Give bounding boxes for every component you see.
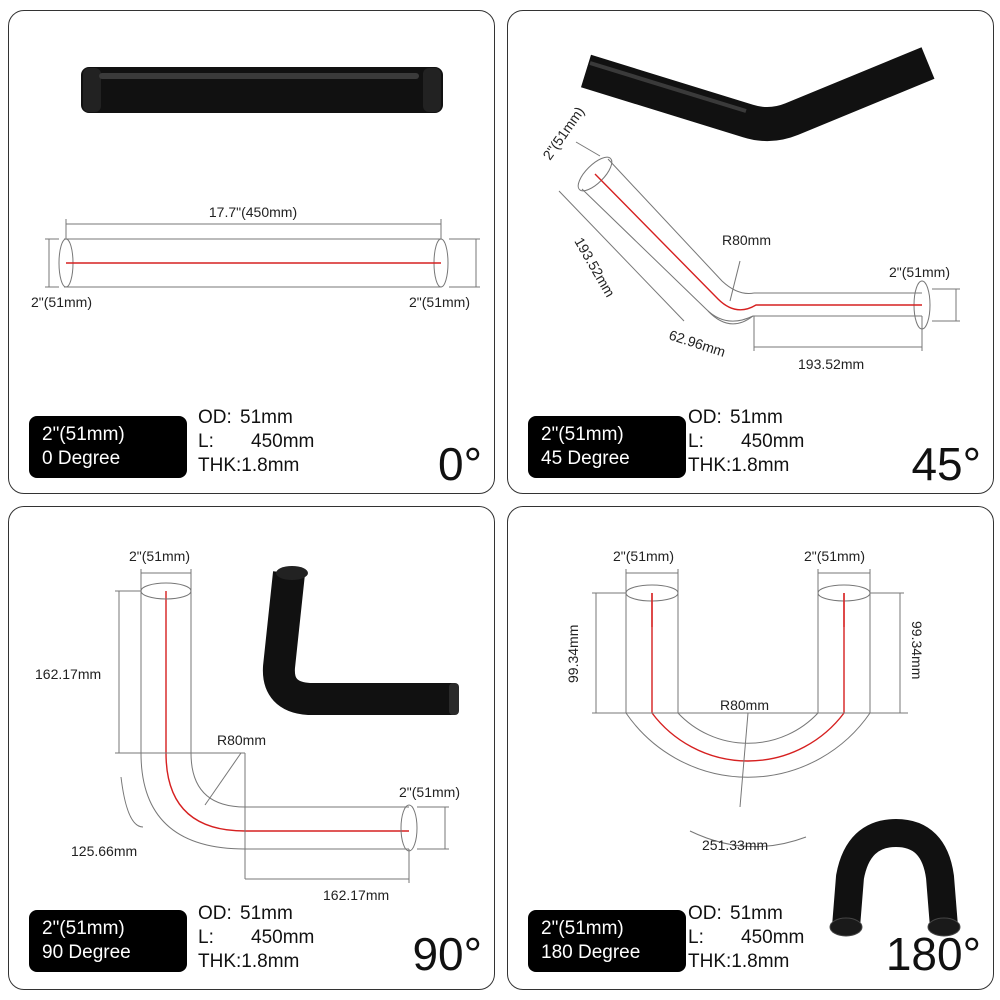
- panel-180-degree: 2"(51mm) 2"(51mm) 99.34mm 99.34mm R80mm …: [507, 506, 994, 990]
- drawing-45-degree: 2"(51mm) 193.52mm R80mm 62.96mm 193.52mm…: [539, 47, 960, 372]
- l-value: 450mm: [251, 927, 315, 948]
- left-diameter-label: 2"(51mm): [613, 548, 674, 564]
- thk-label: THK:: [688, 455, 732, 476]
- horizontal-leg-label: 162.17mm: [323, 887, 389, 903]
- left-leg-label: 193.52mm: [571, 235, 618, 300]
- od-label: OD:: [688, 407, 722, 428]
- l-label: L:: [198, 431, 214, 452]
- right-diameter-label: 2"(51mm): [409, 294, 470, 310]
- thk-label: THK:: [688, 951, 732, 972]
- spec-list: OD: 51mm L: 450mm THK:1.8mm: [688, 406, 804, 478]
- length-label: 17.7"(450mm): [209, 204, 297, 220]
- badge-size: 2"(51mm): [42, 424, 125, 445]
- badge-degree: 180 Degree: [541, 942, 641, 963]
- spec-list: OD: 51mm L: 450mm THK:1.8mm: [688, 902, 804, 974]
- panel-0-degree: 17.7"(450mm) 2"(51mm) 2"(51mm) 2"(51mm) …: [8, 10, 495, 494]
- panel-45-degree: 2"(51mm) 193.52mm R80mm 62.96mm 193.52mm…: [507, 10, 994, 494]
- radius-label: R80mm: [217, 732, 266, 748]
- thk-value: 1.8mm: [241, 455, 300, 476]
- l-label: L:: [198, 927, 214, 948]
- arc-length-label: 125.66mm: [71, 843, 137, 859]
- badge-size: 2"(51mm): [42, 918, 125, 939]
- pipe-photo-straight: [81, 67, 443, 113]
- thk-value: 1.8mm: [731, 455, 790, 476]
- radius-label: R80mm: [720, 697, 769, 713]
- drawing-180-degree: 2"(51mm) 2"(51mm) 99.34mm 99.34mm R80mm …: [565, 548, 961, 937]
- vertical-leg-label: 162.17mm: [35, 666, 101, 682]
- left-leg-label: 99.34mm: [565, 625, 581, 683]
- l-label: L:: [688, 927, 704, 948]
- angle-label: 180°: [885, 928, 981, 980]
- od-value: 51mm: [240, 407, 293, 428]
- spec-list: OD: 51mm L: 450mm THK:1.8mm: [198, 902, 314, 974]
- od-label: OD:: [688, 903, 722, 924]
- thk-label: THK:: [198, 455, 242, 476]
- radius-label: R80mm: [722, 232, 771, 248]
- straight-pipe-drawing: [45, 219, 480, 288]
- arc-length-label: 251.33mm: [702, 837, 768, 853]
- thk-value: 1.8mm: [731, 951, 790, 972]
- angle-label: 45°: [911, 438, 981, 490]
- badge-size: 2"(51mm): [541, 918, 624, 939]
- od-value: 51mm: [730, 903, 783, 924]
- l-value: 450mm: [741, 927, 805, 948]
- l-value: 450mm: [741, 431, 805, 452]
- thk-label: THK:: [198, 951, 242, 972]
- l-value: 450mm: [251, 431, 315, 452]
- right-diameter-label: 2"(51mm): [804, 548, 865, 564]
- badge-size: 2"(51mm): [541, 424, 624, 445]
- left-diameter-label: 2"(51mm): [31, 294, 92, 310]
- badge-degree: 90 Degree: [42, 942, 131, 963]
- top-diameter-label: 2"(51mm): [129, 548, 190, 564]
- size-badge: 2"(51mm) 180 Degree: [528, 910, 686, 972]
- spec-list: OD: 51mm L: 450mm THK:1.8mm: [198, 406, 314, 478]
- bend-45-drawing: [558, 141, 960, 351]
- right-diameter-label: 2"(51mm): [399, 784, 460, 800]
- angle-label: 0°: [438, 438, 482, 490]
- right-diameter-label: 2"(51mm): [889, 264, 950, 280]
- od-value: 51mm: [240, 903, 293, 924]
- size-badge: 2"(51mm) 90 Degree: [29, 910, 187, 972]
- size-badge: 2"(51mm) 45 Degree: [528, 416, 686, 478]
- bend-90-drawing: [115, 569, 449, 883]
- pipe-photo-90: [262, 566, 459, 715]
- right-leg-label: 193.52mm: [798, 356, 864, 372]
- l-label: L:: [688, 431, 704, 452]
- panel-90-degree: 2"(51mm) 162.17mm R80mm 125.66mm 2"(51mm…: [8, 506, 495, 990]
- angle-label: 90°: [412, 928, 482, 980]
- bend-180-drawing: [592, 569, 908, 848]
- od-label: OD:: [198, 407, 232, 428]
- thk-value: 1.8mm: [241, 951, 300, 972]
- od-label: OD:: [198, 903, 232, 924]
- od-value: 51mm: [730, 407, 783, 428]
- right-leg-label: 99.34mm: [909, 621, 925, 679]
- pipe-photo-45: [580, 47, 935, 141]
- pipe-photo-180: [829, 819, 961, 937]
- badge-degree: 0 Degree: [42, 448, 121, 469]
- size-badge: 2"(51mm) 0 Degree: [29, 416, 187, 478]
- badge-degree: 45 Degree: [541, 448, 630, 469]
- arc-length-label: 62.96mm: [667, 327, 727, 360]
- drawing-90-degree: 2"(51mm) 162.17mm R80mm 125.66mm 2"(51mm…: [35, 548, 460, 903]
- top-diameter-label: 2"(51mm): [539, 104, 587, 163]
- drawing-0-degree: 17.7"(450mm) 2"(51mm) 2"(51mm): [31, 67, 480, 310]
